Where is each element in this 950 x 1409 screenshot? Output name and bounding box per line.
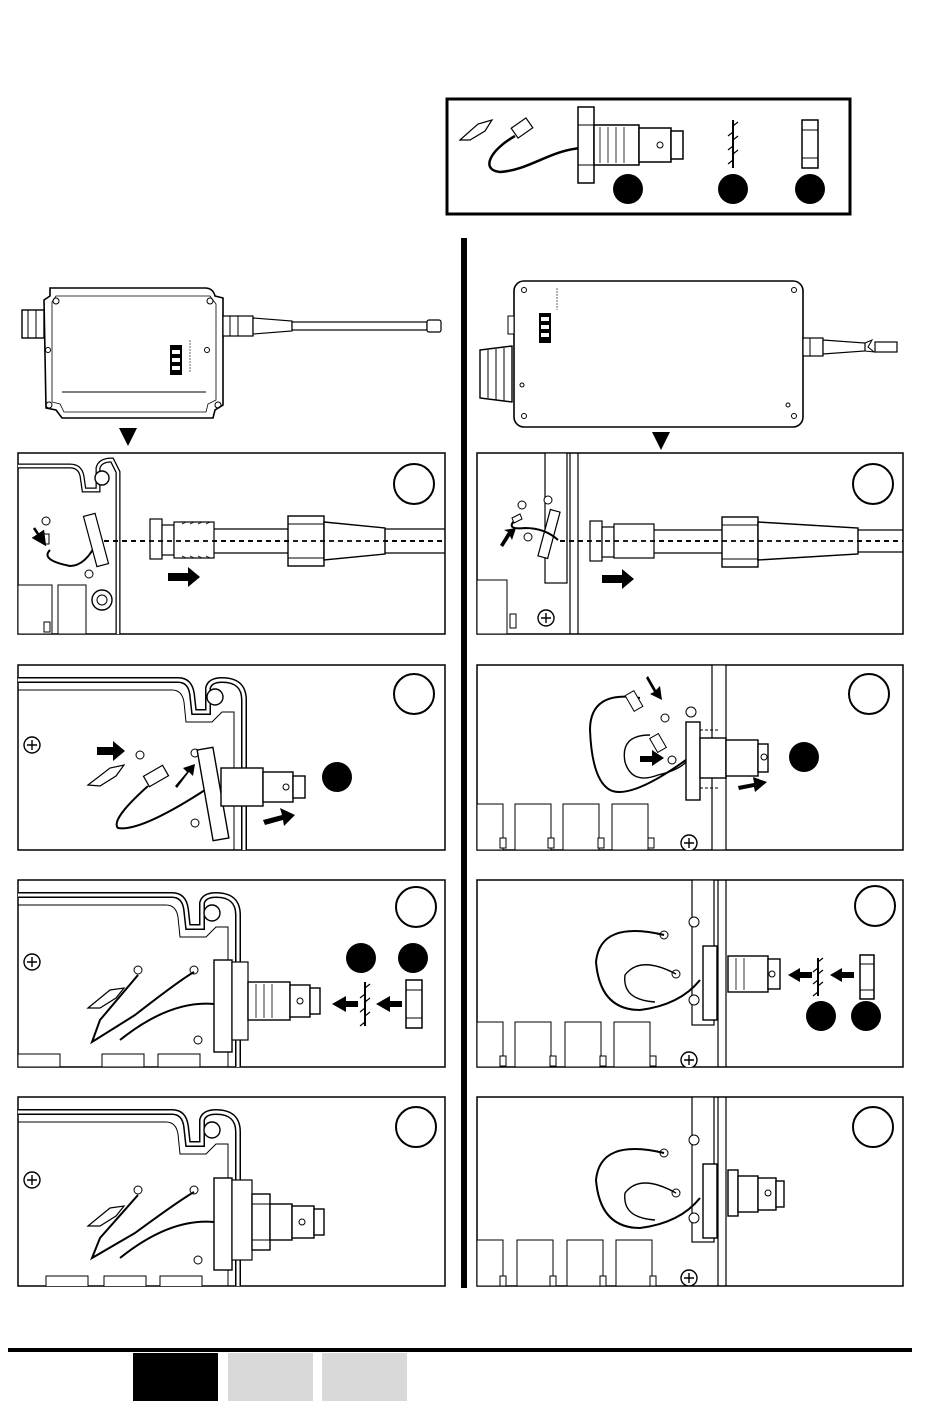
step-number-circle <box>849 674 889 714</box>
footer-rule <box>8 1348 912 1352</box>
step-number-circle <box>396 1107 436 1147</box>
step-number-circle <box>394 674 434 714</box>
step-number-circle <box>853 1107 893 1147</box>
right-device <box>480 281 897 450</box>
down-arrow-icon <box>119 428 137 446</box>
left-device <box>22 288 441 446</box>
right-step-2-panel <box>477 665 903 851</box>
nut-icon <box>802 120 818 168</box>
step-number-circle <box>396 887 436 927</box>
legend-dot-connector <box>613 174 643 204</box>
column-divider <box>461 238 467 1288</box>
step-number-circle <box>853 464 893 504</box>
down-arrow-icon <box>652 432 670 450</box>
whip-antenna-icon <box>223 316 441 336</box>
right-step-3-panel <box>477 880 903 1068</box>
left-step-1-panel <box>18 453 450 634</box>
part-dot-connector <box>322 762 352 792</box>
step-number-circle <box>394 464 434 504</box>
footer-tabs <box>133 1353 407 1401</box>
left-step-4-panel <box>18 1097 445 1289</box>
part-dot-washer <box>806 1001 836 1031</box>
right-step-4-panel <box>477 1097 903 1286</box>
part-dot-washer <box>346 943 376 973</box>
parts-legend-box <box>447 99 850 214</box>
legend-dot-washer <box>718 174 748 204</box>
part-dot-nut <box>851 1001 881 1031</box>
footer-tab-2[interactable] <box>228 1353 313 1401</box>
left-step-2-panel <box>18 665 445 850</box>
footer-tab-3[interactable] <box>322 1353 407 1401</box>
footer-tab-1[interactable] <box>133 1353 218 1401</box>
part-dot-nut <box>398 943 428 973</box>
part-dot-connector <box>789 742 819 772</box>
left-step-3-panel <box>18 880 445 1067</box>
legend-dot-nut <box>795 174 825 204</box>
short-antenna-icon <box>803 338 897 356</box>
step-number-circle <box>855 886 895 926</box>
right-step-1-panel <box>477 453 905 634</box>
